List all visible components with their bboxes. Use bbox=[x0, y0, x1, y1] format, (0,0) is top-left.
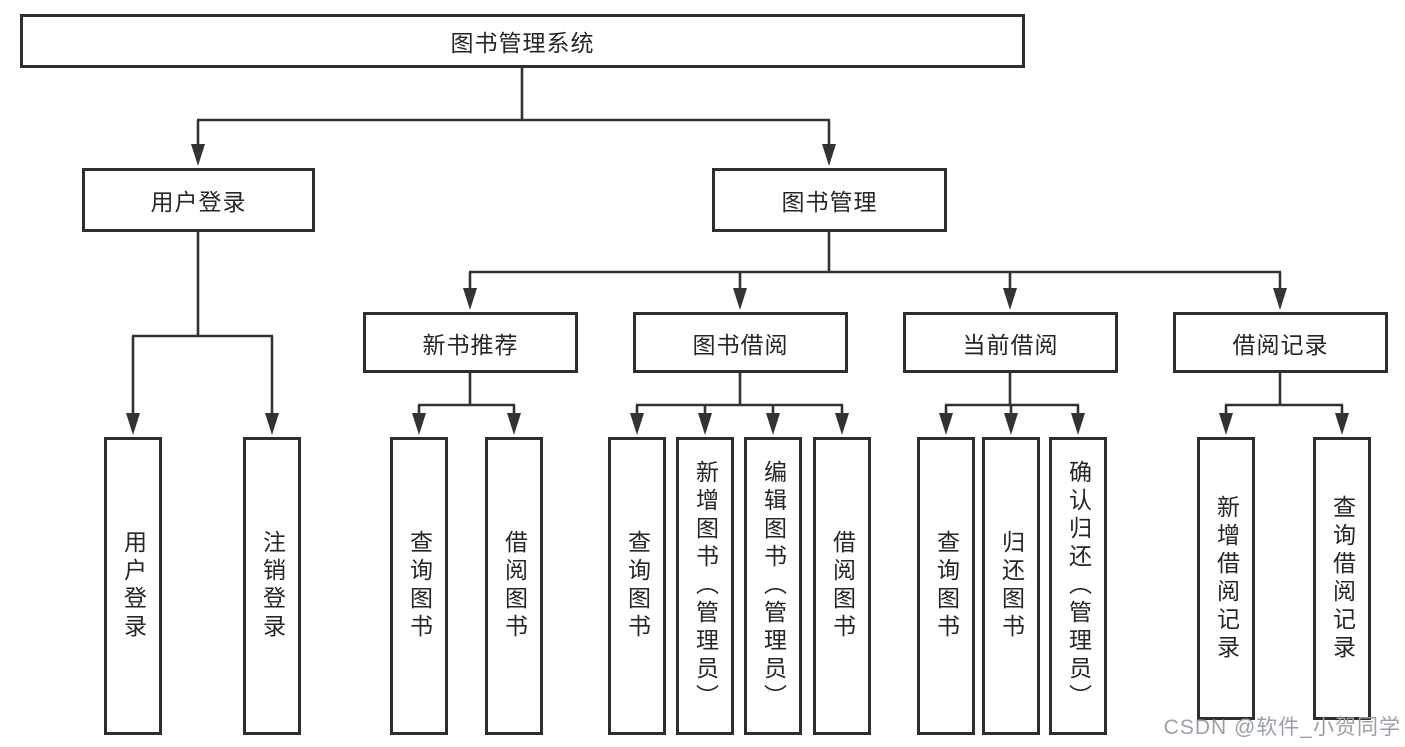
node-borrow-records: 借阅记录 bbox=[1173, 312, 1388, 373]
node-book-management: 图书管理 bbox=[712, 168, 947, 232]
leaf-logout: 注销登录 bbox=[243, 437, 301, 735]
tree-connector-path bbox=[131, 68, 1344, 415]
node-book-borrowing: 图书借阅 bbox=[633, 312, 848, 373]
node-user-login: 用户登录 bbox=[82, 168, 315, 232]
leaf-edit-book-admin: 编辑图书（管理员） bbox=[744, 437, 802, 735]
leaf-borrow-books-borrowing: 借阅图书 bbox=[813, 437, 871, 735]
leaf-add-borrow-record: 新增借阅记录 bbox=[1197, 437, 1255, 720]
leaf-return-book: 归还图书 bbox=[982, 437, 1040, 735]
leaf-query-borrow-record: 查询借阅记录 bbox=[1313, 437, 1371, 720]
node-library-management-system: 图书管理系统 bbox=[20, 14, 1025, 68]
node-current-borrowing: 当前借阅 bbox=[903, 312, 1118, 373]
leaf-add-book-admin: 新增图书（管理员） bbox=[676, 437, 734, 735]
leaf-query-books-recommend: 查询图书 bbox=[390, 437, 448, 735]
leaf-user-login: 用户登录 bbox=[104, 437, 162, 735]
leaf-query-books-borrowing: 查询图书 bbox=[608, 437, 666, 735]
leaf-borrow-books-recommend: 借阅图书 bbox=[485, 437, 543, 735]
arrowhead-icons bbox=[126, 144, 1349, 435]
watermark: CSDN @软件_小贺同学 bbox=[1163, 716, 1401, 739]
leaf-confirm-return-admin: 确认归还（管理员） bbox=[1049, 437, 1107, 735]
leaf-query-books-current: 查询图书 bbox=[917, 437, 975, 735]
node-new-book-recommend: 新书推荐 bbox=[363, 312, 578, 373]
